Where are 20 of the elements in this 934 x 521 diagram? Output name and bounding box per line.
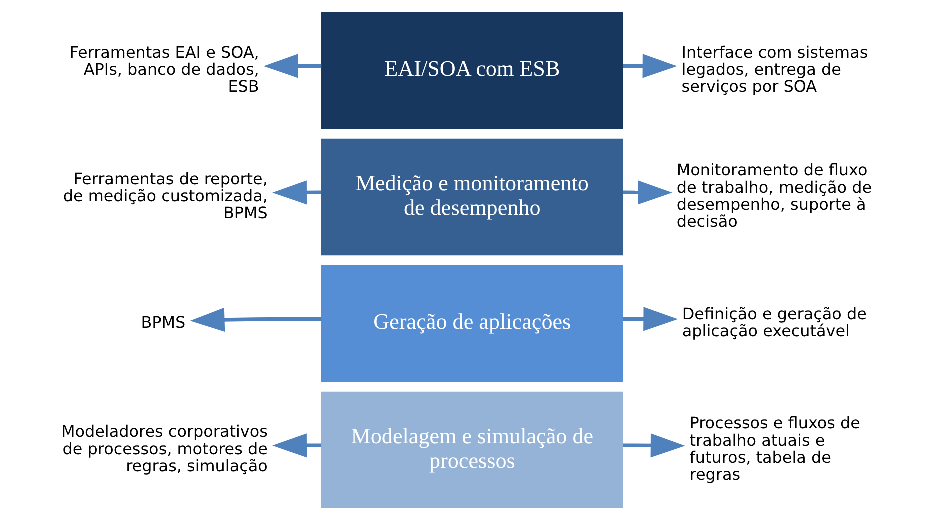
node-text: Definição e geração de aplicação executável: [682, 304, 866, 341]
node-text: Ferramentas de reporte, de medição customizada, BPMS: [62, 169, 268, 223]
arrow: [190, 308, 322, 332]
node-box: Medição e monitoramento de desempenho: [320, 138, 623, 256]
arrow: [622, 54, 677, 78]
node-text: Modeladores corporativos de processos, motores de regras, simulação: [60, 422, 268, 476]
node-text: Monitoramento de fluxo de trabalho, medição de desempenho, suporte à decisão: [676, 160, 872, 232]
node-text: BPMS: [140, 312, 186, 332]
arrow: [272, 434, 322, 458]
arrow: [263, 54, 322, 78]
node-text: Processos e fluxos de trabalho atuais e futuros, tabela de regras: [689, 414, 860, 484]
node-box: Geração de aplicações: [320, 265, 623, 382]
node-box: EAI/SOA com ESB: [320, 12, 623, 130]
node-text: Interface com sistemas legados, entrega de serviços por SOA: [681, 42, 868, 96]
node-box: Modelagem e simulação de processos: [320, 392, 623, 509]
arrow: [272, 180, 322, 205]
arrow: [622, 307, 678, 332]
node-text: Ferramentas EAI e SOA, APIs, banco de dados, ESB: [69, 42, 259, 96]
arrow: [622, 434, 685, 458]
arrow: [622, 180, 672, 205]
